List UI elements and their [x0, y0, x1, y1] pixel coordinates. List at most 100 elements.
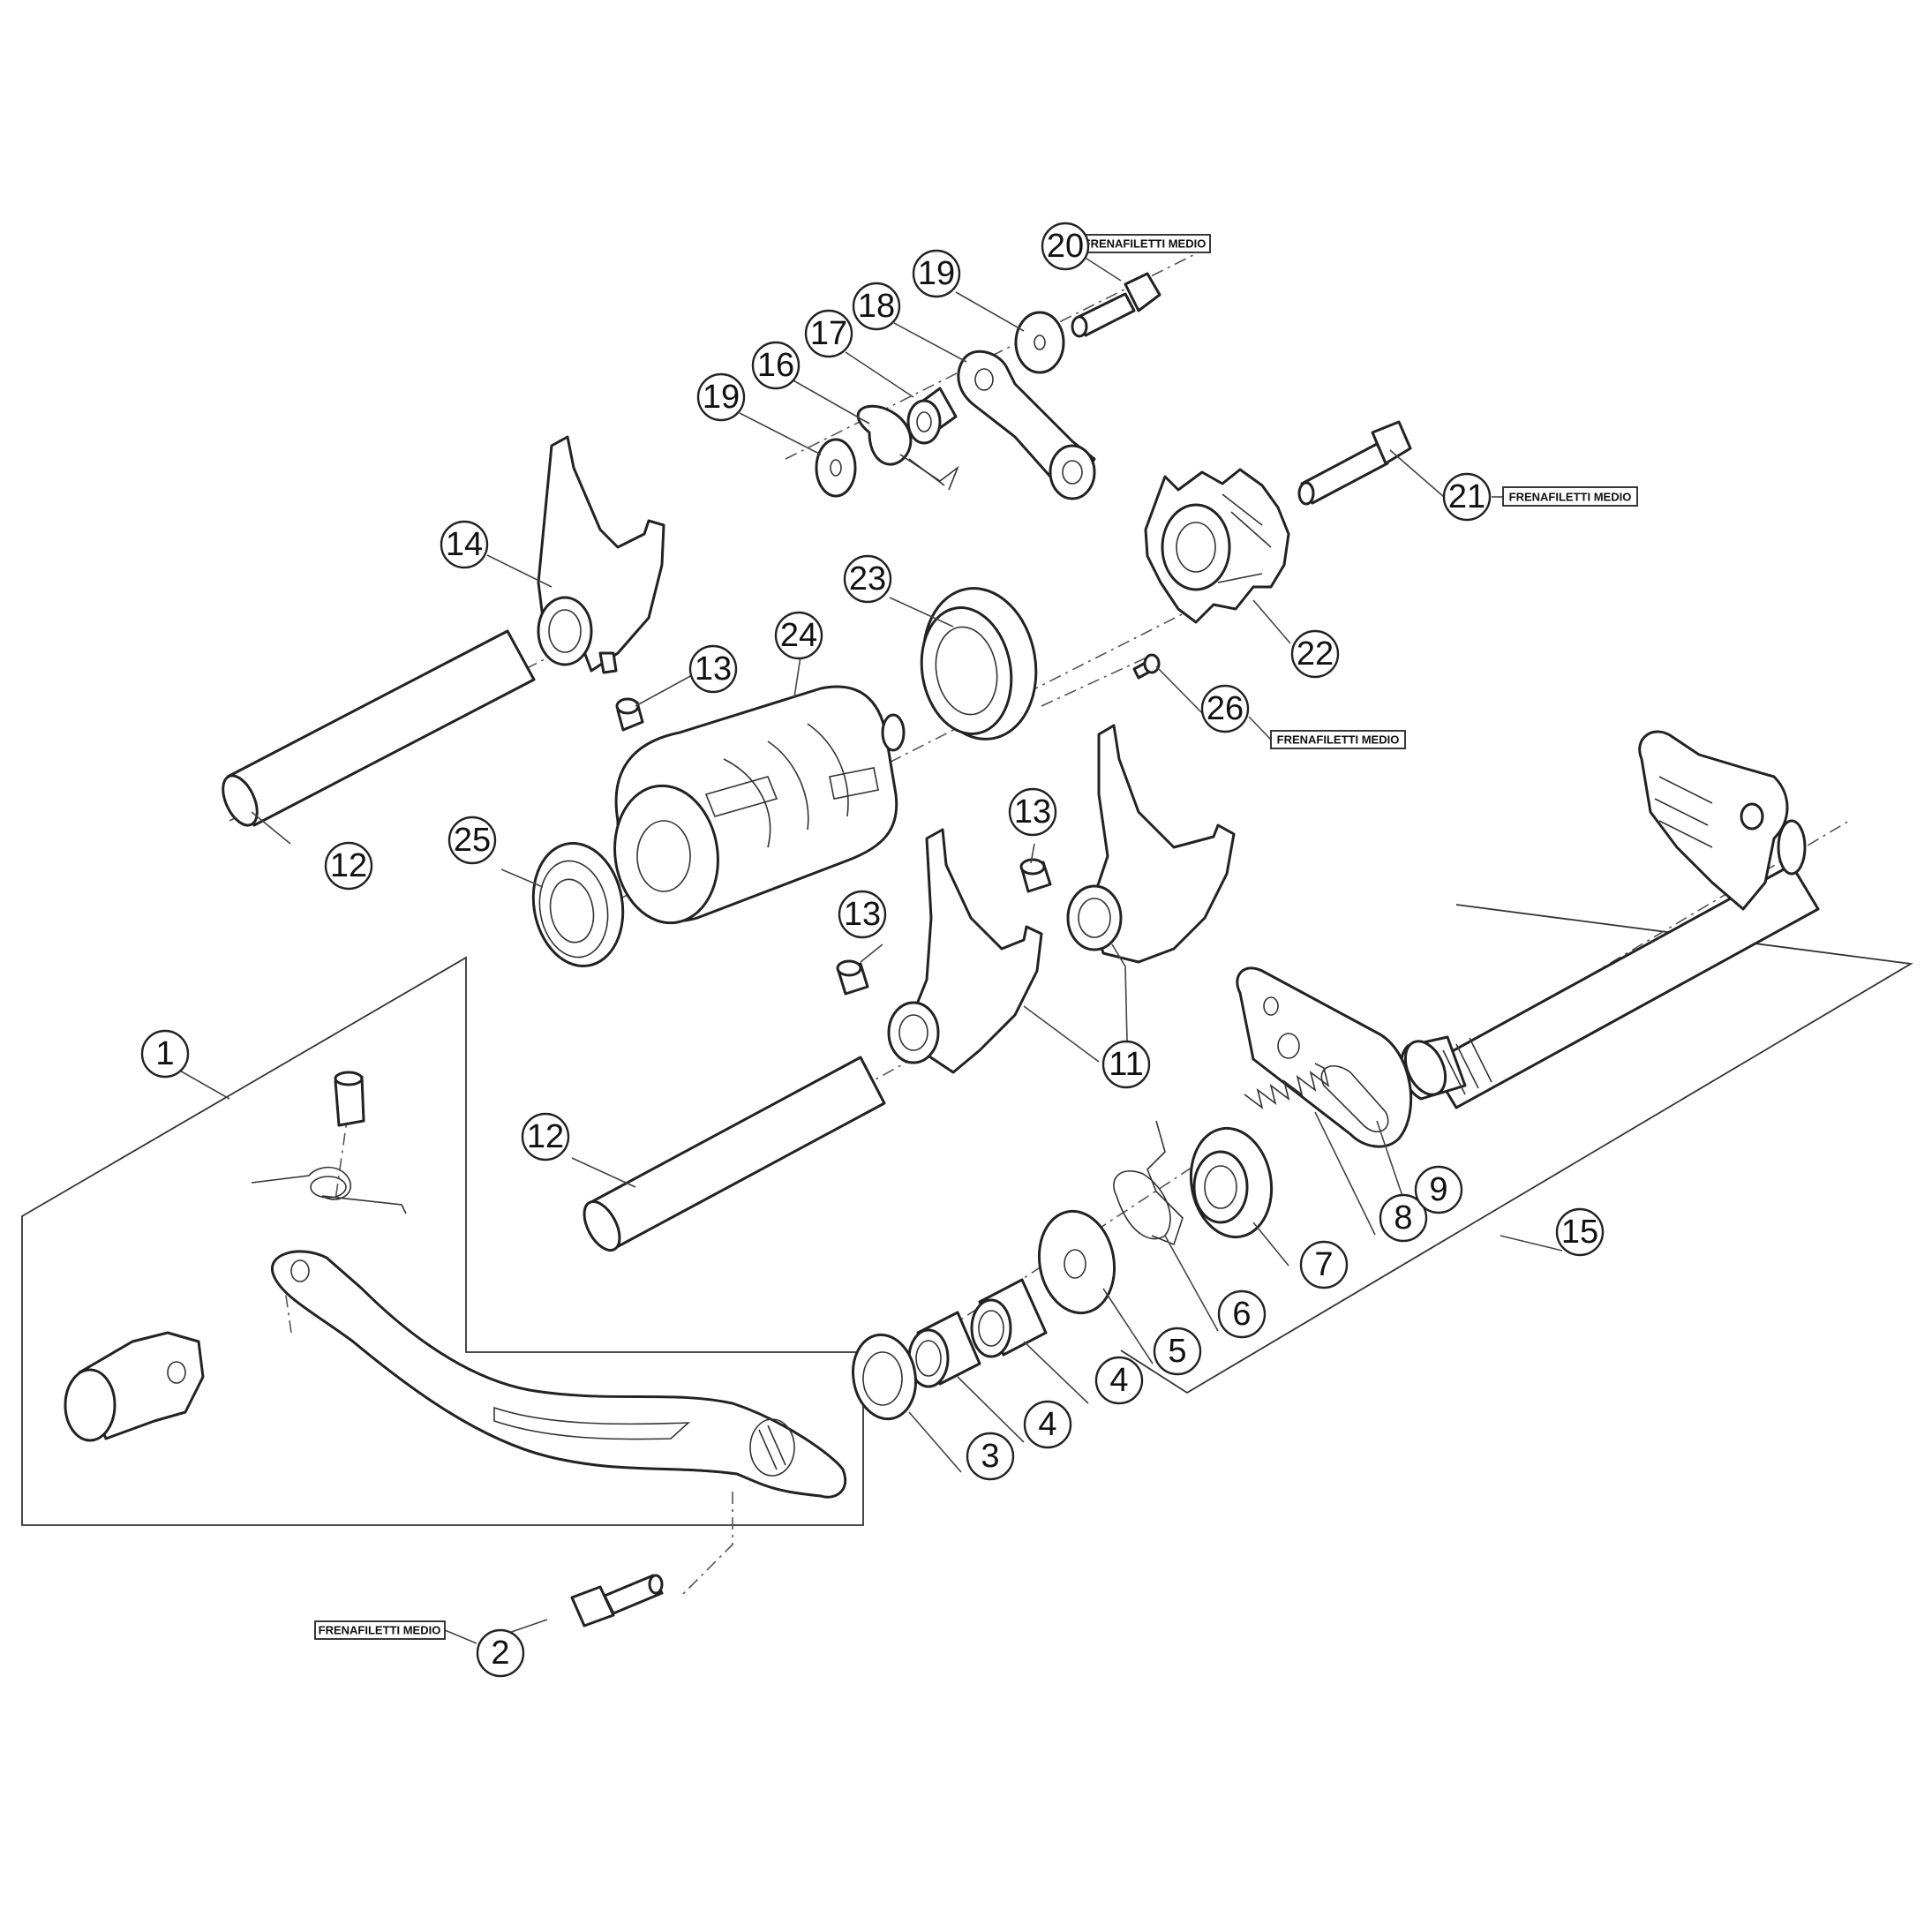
part-19-washer-lower [815, 438, 857, 498]
callout-4: 4 [1023, 1400, 1072, 1449]
callout-23: 23 [843, 554, 892, 604]
axis-line-bolt-2 [679, 1492, 733, 1598]
callout-18: 18 [852, 282, 901, 331]
part-15-selector-shaft [1400, 730, 1820, 1109]
part-4-bushing-left [907, 1311, 981, 1388]
part-5-washer [1037, 1209, 1116, 1315]
callout-26: 26 [1200, 684, 1250, 733]
callout-8: 8 [1379, 1193, 1428, 1243]
note-frenafiletti-20: FRENAFILETTI MEDIO [1079, 234, 1211, 253]
part-12-rod-upper [222, 629, 536, 827]
callout-label: 25 [454, 822, 491, 859]
callout-2: 2 [476, 1628, 525, 1678]
part-1-pivot-pin [334, 1071, 365, 1127]
callout-13: 13 [1008, 787, 1057, 837]
part-1-pedal-tip [64, 1331, 205, 1442]
note-frenafiletti-21: FRENAFILETTI MEDIO [1492, 486, 1638, 507]
callout-label: 9 [1429, 1171, 1447, 1208]
note-frenafiletti-26: FRENAFILETTI MEDIO [1248, 716, 1406, 749]
callout-label: 17 [810, 315, 847, 352]
axis-line-pin [335, 1107, 350, 1201]
callout-20: 20 [1041, 222, 1090, 271]
note-text: FRENAFILETTI MEDIO [1084, 237, 1207, 251]
callout-label: 14 [446, 526, 483, 563]
assembly-box-1 [21, 956, 864, 1526]
part-11-fork-right [1066, 724, 1236, 964]
callout-14: 14 [440, 520, 489, 569]
axis-line-pivot [1041, 652, 1157, 707]
part-12-rod-lower [583, 1056, 886, 1252]
callout-12: 12 [324, 841, 373, 891]
part-18-link-arm [957, 350, 1096, 500]
callout-label: 6 [1232, 1296, 1251, 1333]
part-26-screw [1132, 653, 1161, 680]
part-20-bolt [1071, 272, 1161, 338]
callout-label: 5 [1168, 1333, 1186, 1370]
part-21-bolt [1297, 420, 1412, 506]
callout-3: 3 [966, 1432, 1015, 1481]
part-1-return-spring [251, 1166, 407, 1214]
callout-17: 17 [804, 309, 853, 358]
callout-label: 21 [1448, 478, 1485, 515]
part-16-spring [856, 404, 959, 491]
callout-22: 22 [1290, 629, 1340, 679]
part-19-washer-upper [1014, 311, 1065, 374]
part-4-bushing-right [970, 1278, 1048, 1358]
callout-label: 11 [1109, 1046, 1143, 1083]
callout-1: 1 [140, 1029, 190, 1079]
callout-label: 18 [858, 288, 895, 325]
note-text: FRENAFILETTI MEDIO [1277, 733, 1400, 747]
part-1-shift-lever [270, 1250, 847, 1499]
part-7-bushing [1189, 1126, 1274, 1239]
note-text: FRENAFILETTI MEDIO [319, 1624, 441, 1637]
callout-label: 19 [703, 379, 740, 416]
part-3-seal-ring [852, 1333, 917, 1421]
callout-label: 24 [780, 617, 817, 654]
callout-label: 23 [849, 560, 886, 598]
note-text: FRENAFILETTI MEDIO [1509, 491, 1632, 504]
callout-label: 4 [1038, 1406, 1056, 1443]
callout-19: 19 [912, 249, 961, 298]
callout-label: 12 [330, 847, 367, 884]
callout-11: 11 [1101, 1040, 1151, 1089]
callout-24: 24 [774, 611, 823, 660]
part-8-spring [1244, 1063, 1330, 1109]
callout-16: 16 [751, 341, 801, 390]
axis-line-fork-lower [590, 1041, 945, 1237]
callout-label: 4 [1109, 1362, 1128, 1399]
callout-25: 25 [447, 816, 497, 865]
callout-label: 8 [1394, 1199, 1412, 1237]
part-2-bolt [570, 1574, 664, 1628]
part-14-fork [537, 435, 665, 674]
callout-label: 16 [757, 347, 794, 384]
note-frenafiletti-2: FRENAFILETTI MEDIO [314, 1620, 446, 1640]
callout-label: 7 [1314, 1246, 1333, 1283]
callout-label: 12 [527, 1118, 564, 1155]
leader-lines [177, 256, 1563, 1644]
callout-4: 4 [1094, 1356, 1144, 1405]
callout-6: 6 [1217, 1289, 1267, 1339]
callout-15: 15 [1555, 1207, 1605, 1257]
part-13-roller-middle [1019, 858, 1052, 893]
callout-label: 3 [981, 1438, 999, 1475]
callout-label: 19 [918, 255, 955, 292]
callout-13: 13 [688, 644, 738, 694]
part-6-spring-clip [1113, 1120, 1184, 1246]
callout-9: 9 [1414, 1165, 1463, 1214]
callout-21: 21 [1442, 472, 1492, 522]
callout-12: 12 [521, 1112, 570, 1161]
part-24-shift-drum [613, 685, 906, 925]
part-13-roller-upper [615, 697, 644, 732]
callout-label: 26 [1207, 690, 1244, 727]
part-9-ratchet-plate [1236, 966, 1413, 1148]
callout-label: 13 [1014, 793, 1051, 831]
callout-label: 2 [491, 1635, 509, 1672]
part-11-fork-left [887, 828, 1043, 1074]
callout-label: 22 [1297, 635, 1334, 673]
part-17-sleeve [906, 387, 958, 445]
callout-19: 19 [696, 372, 746, 422]
callout-13: 13 [838, 890, 887, 939]
callout-label: 1 [155, 1035, 174, 1072]
part-22-star-cam [1144, 468, 1290, 624]
